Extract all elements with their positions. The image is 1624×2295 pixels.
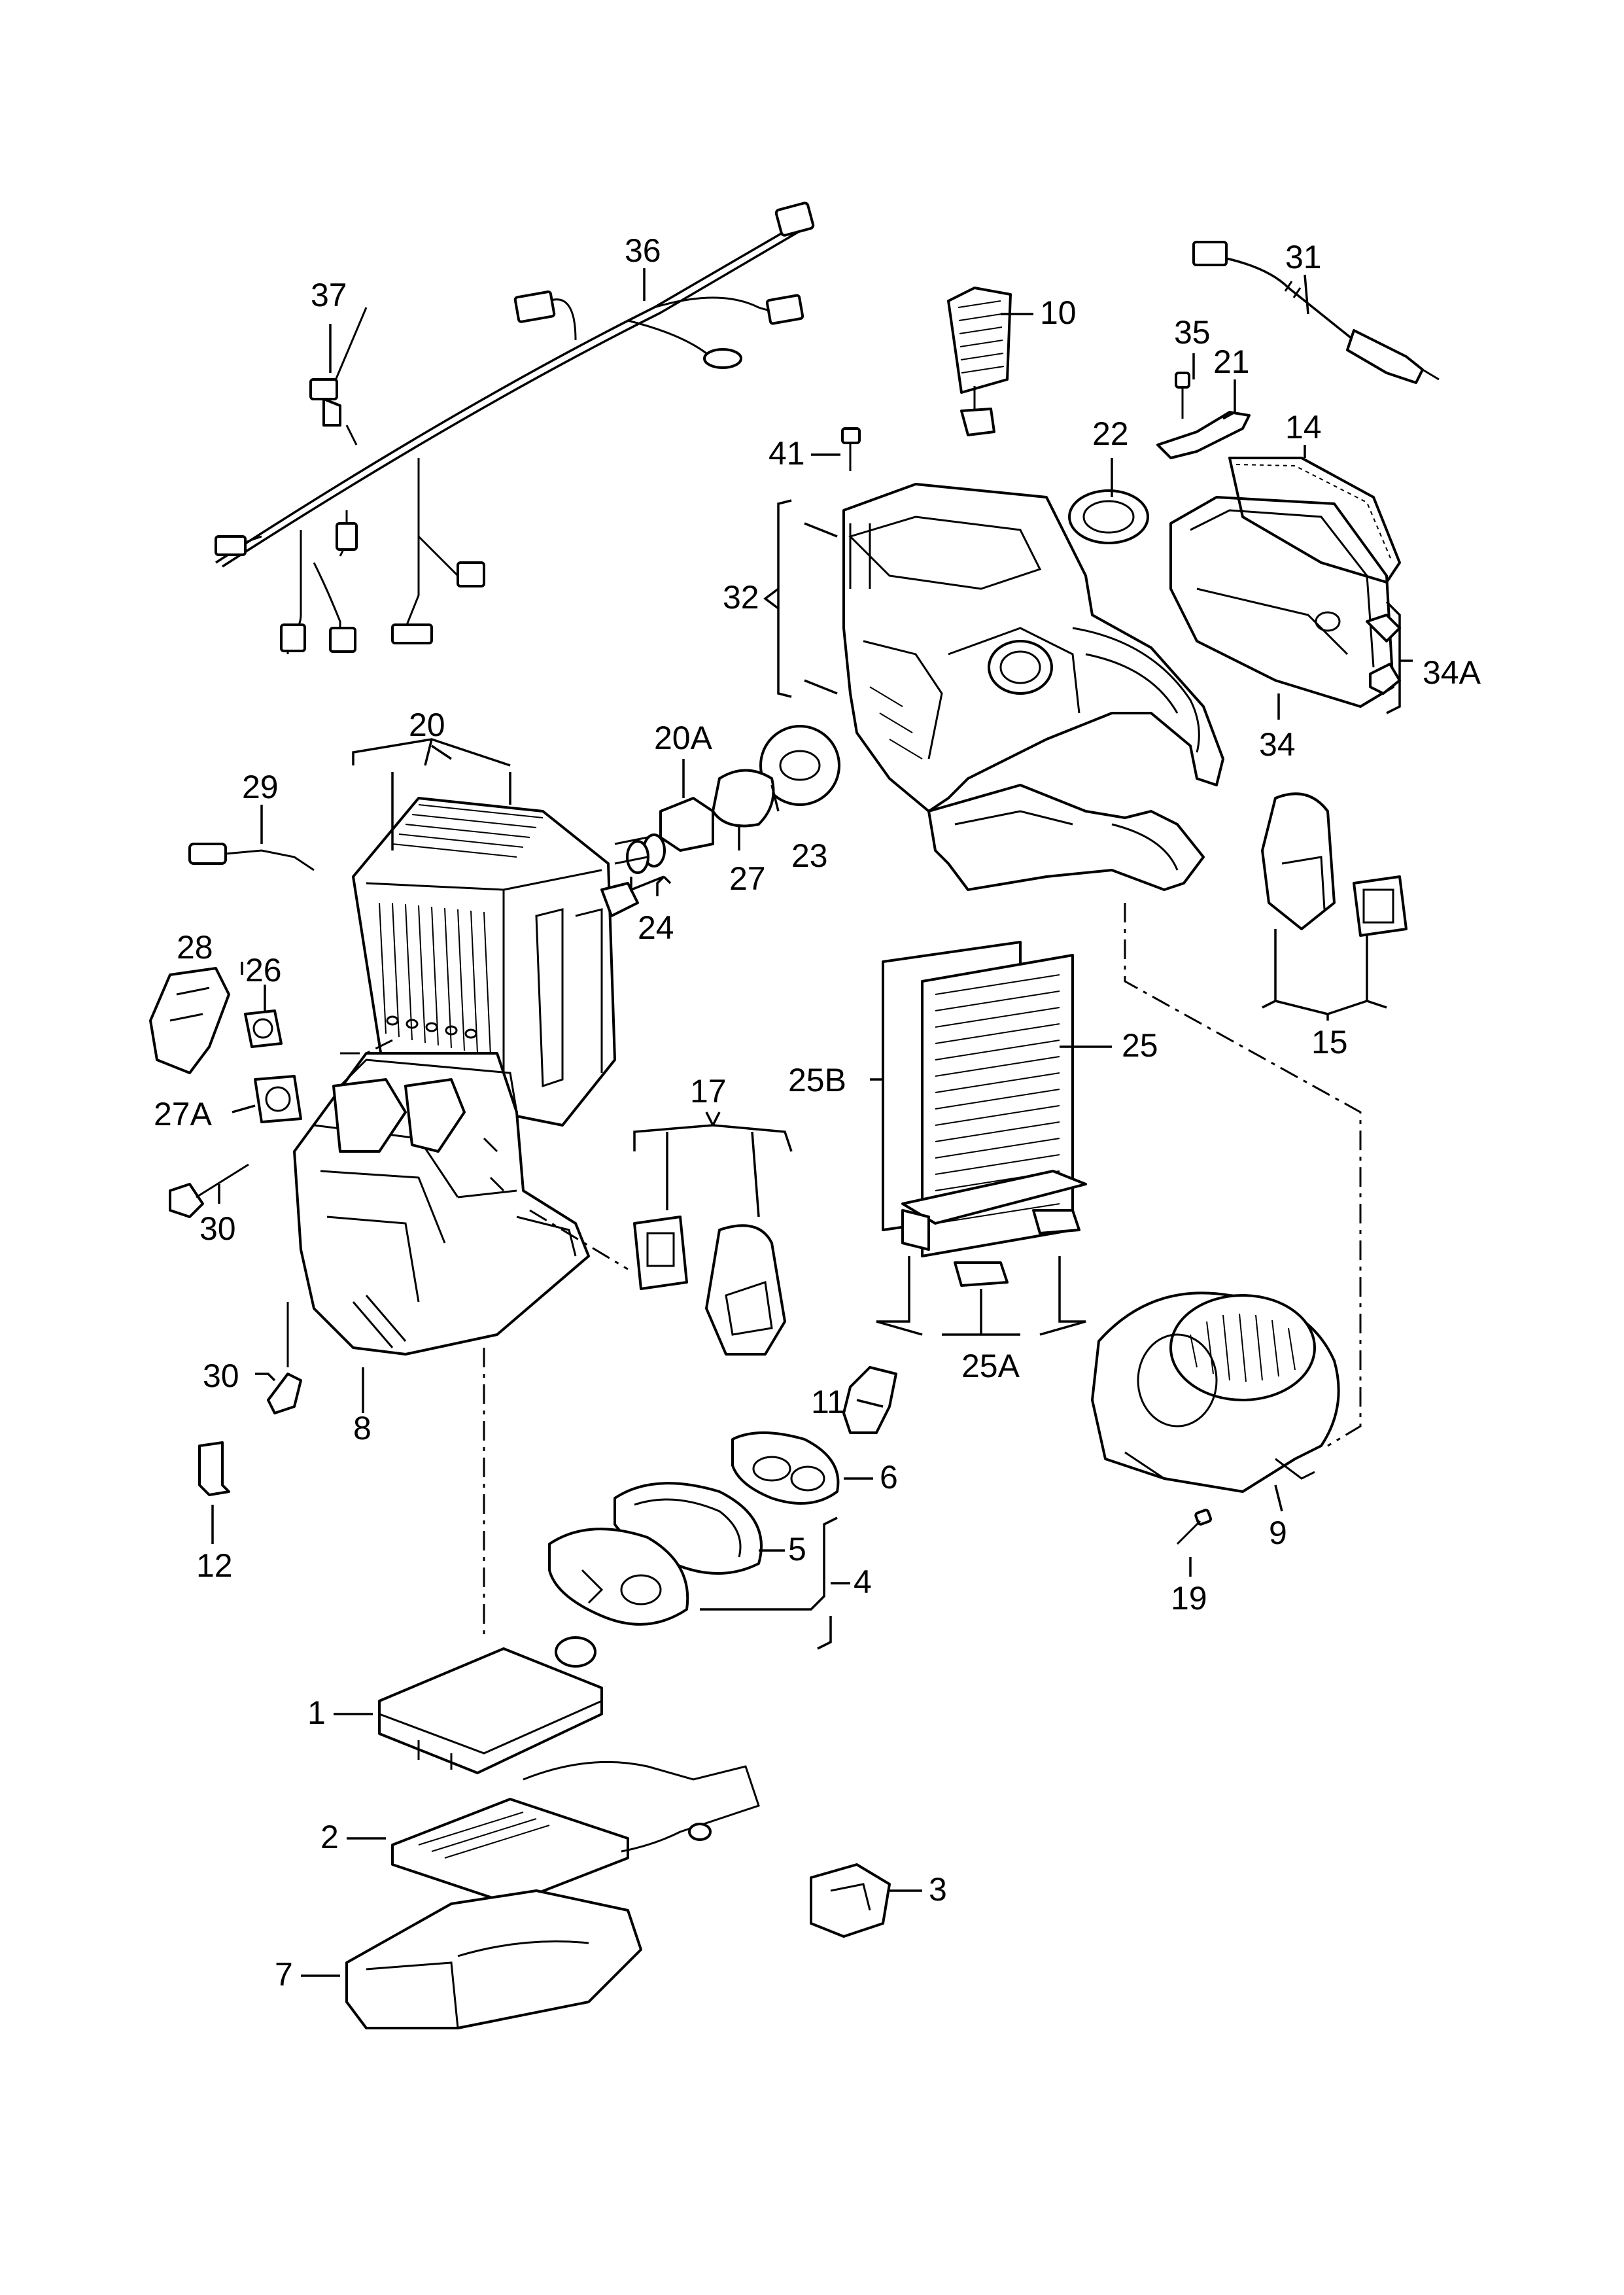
callout-22: 22 — [1092, 415, 1129, 452]
callout-2: 2 — [320, 1819, 339, 1855]
callout-labels: 36 37 10 31 35 21 22 14 41 32 34A 34 20 … — [154, 232, 1481, 1993]
callout-9: 9 — [1269, 1515, 1287, 1551]
sensors-30 — [169, 1163, 302, 1414]
wiring-harness — [215, 201, 815, 654]
temperature-sensor — [188, 843, 315, 871]
callout-4: 4 — [854, 1564, 872, 1600]
filter-assembly — [882, 941, 1087, 1287]
callout-25B: 25B — [788, 1062, 846, 1098]
callout-3: 3 — [929, 1871, 947, 1908]
callout-12: 12 — [196, 1547, 233, 1584]
servomotors — [149, 967, 302, 1123]
sealing-ring — [1068, 489, 1149, 544]
callout-1: 1 — [307, 1694, 326, 1731]
callout-36: 36 — [625, 232, 661, 269]
callout-21: 21 — [1213, 343, 1250, 380]
callout-32: 32 — [723, 579, 759, 616]
callout-15: 15 — [1311, 1024, 1348, 1060]
callout-25: 25 — [1122, 1027, 1158, 1064]
callout-10: 10 — [1040, 294, 1077, 331]
expansion-valve-parts — [614, 725, 840, 874]
air-duct-parts — [548, 1366, 897, 1626]
control-element — [947, 287, 1012, 436]
actuator-17 — [633, 1216, 786, 1356]
leader-lines — [211, 268, 1413, 1977]
clip-12 — [198, 1441, 230, 1496]
callout-29: 29 — [242, 769, 279, 805]
callout-28: 28 — [177, 929, 213, 966]
callout-20A: 20A — [654, 720, 713, 756]
callout-8: 8 — [353, 1410, 371, 1446]
callout-23: 23 — [791, 837, 828, 874]
callout-34A: 34A — [1423, 654, 1481, 691]
bracket-and-screw — [1156, 372, 1251, 459]
screw-41 — [841, 427, 861, 471]
blower — [1091, 1291, 1340, 1545]
sensor-with-lead — [1192, 241, 1440, 384]
main-housing — [293, 1052, 590, 1356]
callout-26: 26 — [245, 952, 282, 989]
evaporator — [352, 797, 639, 1127]
frame-and-seal — [1169, 457, 1401, 708]
callout-20: 20 — [409, 707, 445, 743]
distribution-housing — [842, 483, 1224, 891]
callout-11: 11 — [811, 1384, 845, 1420]
callout-25A: 25A — [961, 1348, 1020, 1384]
callout-14: 14 — [1285, 409, 1322, 446]
assembly-lines — [340, 903, 1362, 1636]
callout-37: 37 — [311, 277, 347, 313]
callout-30-upper: 30 — [199, 1210, 236, 1247]
callout-27A: 27A — [154, 1096, 213, 1132]
callout-19: 19 — [1171, 1580, 1207, 1617]
callout-24: 24 — [638, 909, 674, 946]
callout-27: 27 — [729, 860, 766, 897]
callout-6: 6 — [880, 1459, 898, 1496]
callout-7: 7 — [275, 1956, 293, 1993]
callout-35: 35 — [1174, 314, 1211, 351]
callout-41: 41 — [769, 435, 805, 472]
heater-core-area — [345, 1636, 891, 2029]
callout-17: 17 — [690, 1073, 727, 1110]
callout-34: 34 — [1259, 726, 1296, 763]
callout-31: 31 — [1285, 239, 1322, 275]
callout-30-lower: 30 — [203, 1358, 239, 1394]
actuator-15 — [1261, 792, 1408, 937]
callout-5: 5 — [788, 1531, 806, 1568]
